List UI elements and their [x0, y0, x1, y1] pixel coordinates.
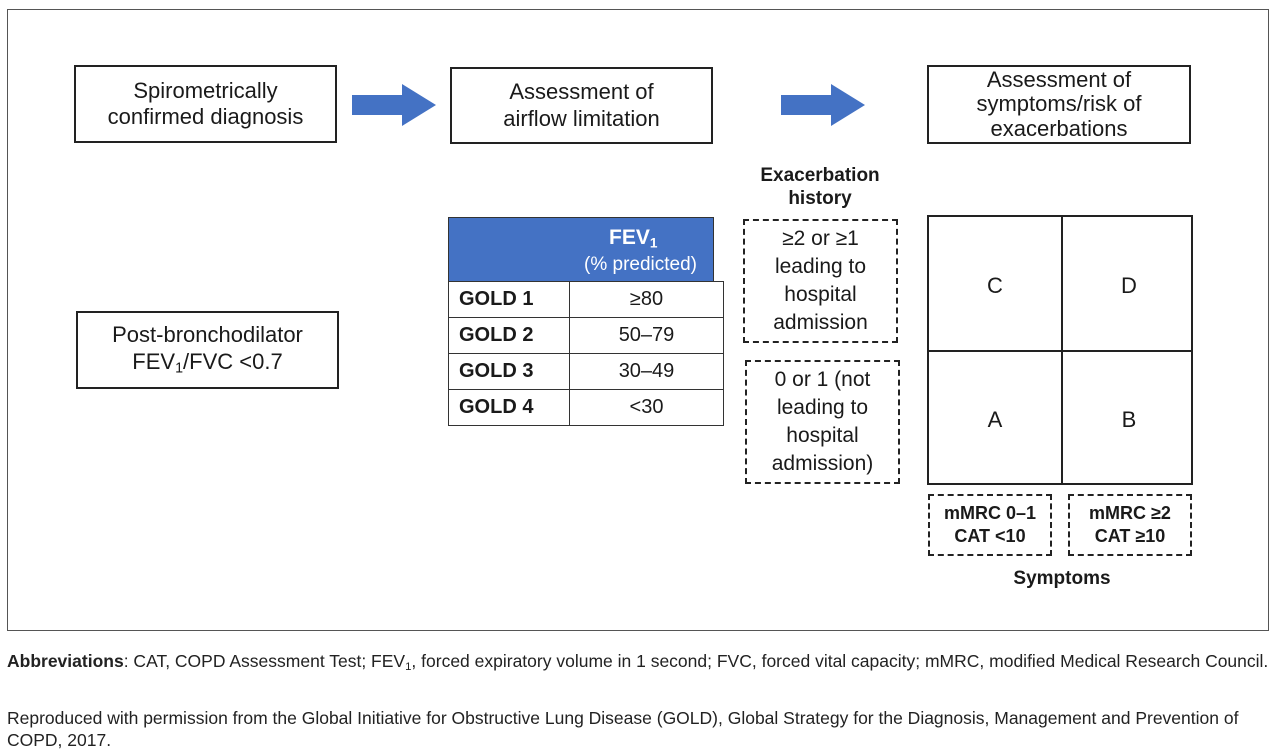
source-note: Reproduced with permission from the Glob… — [7, 708, 1239, 751]
exacerbation-high-box: ≥2 or ≥1 leading to hospital admission — [743, 219, 898, 343]
symptoms-low-text: mMRC 0–1 CAT <10 — [943, 502, 1037, 546]
table-row: GOLD 2 50–79 — [448, 317, 724, 354]
fev-value: <30 — [569, 389, 724, 426]
symptoms-high-text: mMRC ≥2 CAT ≥10 — [1089, 502, 1171, 546]
group-a-label: A — [987, 407, 1003, 432]
post-bd-line1: Post-bronchodilator — [112, 322, 303, 348]
symptoms-text: Assessment of symptoms/risk of exacerbat… — [976, 67, 1142, 141]
symptoms-box: Assessment of symptoms/risk of exacerbat… — [927, 65, 1191, 144]
arrow-right-icon — [781, 84, 865, 126]
airflow-text: Assessment of airflow limitation — [503, 79, 660, 131]
airflow-box: Assessment of airflow limitation — [450, 67, 713, 144]
arrow-right-icon — [352, 84, 436, 126]
exacerbation-history-label: Exacerbation history — [760, 165, 880, 209]
fev-table-header: FEV1 (% predicted) — [448, 217, 714, 281]
symptoms-axis-label: Symptoms — [1013, 568, 1111, 589]
post-bd-line2: FEV1/FVC <0.7 — [132, 348, 283, 377]
diagnosis-text: Spirometrically confirmed diagnosis — [107, 77, 304, 129]
grid-divider — [929, 350, 1191, 352]
gold-grade: GOLD 4 — [448, 389, 570, 426]
post-bronchodilator-box: Post-bronchodilator FEV1/FVC <0.7 — [76, 311, 339, 389]
abcd-grid: C D A B — [927, 215, 1193, 485]
table-row: GOLD 4 <30 — [448, 389, 724, 426]
fev-header-title: FEV1 — [609, 226, 658, 251]
gold-table: GOLD 1 ≥80 GOLD 2 50–79 GOLD 3 30–49 GOL… — [448, 281, 724, 426]
gold-grade: GOLD 3 — [448, 353, 570, 390]
exacerbation-high-text: ≥2 or ≥1 leading to hospital admission — [773, 227, 868, 334]
fev-value: ≥80 — [569, 281, 724, 318]
abbreviations-note: Abbreviations: CAT, COPD Assessment Test… — [7, 651, 1269, 673]
symptoms-low-box: mMRC 0–1 CAT <10 — [928, 494, 1052, 556]
diagnosis-box: Spirometrically confirmed diagnosis — [74, 65, 337, 143]
group-d-label: D — [1121, 273, 1137, 298]
fev-header-unit: (% predicted) — [584, 254, 697, 275]
fev-value: 30–49 — [569, 353, 724, 390]
exacerbation-low-text: 0 or 1 (not leading to hospital admissio… — [771, 368, 874, 475]
gold-grade: GOLD 1 — [448, 281, 570, 318]
group-c-label: C — [987, 273, 1003, 298]
symptoms-high-box: mMRC ≥2 CAT ≥10 — [1068, 494, 1192, 556]
fev-value: 50–79 — [569, 317, 724, 354]
exacerbation-low-box: 0 or 1 (not leading to hospital admissio… — [745, 360, 900, 484]
table-row: GOLD 3 30–49 — [448, 353, 724, 390]
table-row: GOLD 1 ≥80 — [448, 281, 724, 318]
gold-grade: GOLD 2 — [448, 317, 570, 354]
group-b-label: B — [1121, 407, 1137, 432]
figure-frame — [7, 9, 1269, 631]
